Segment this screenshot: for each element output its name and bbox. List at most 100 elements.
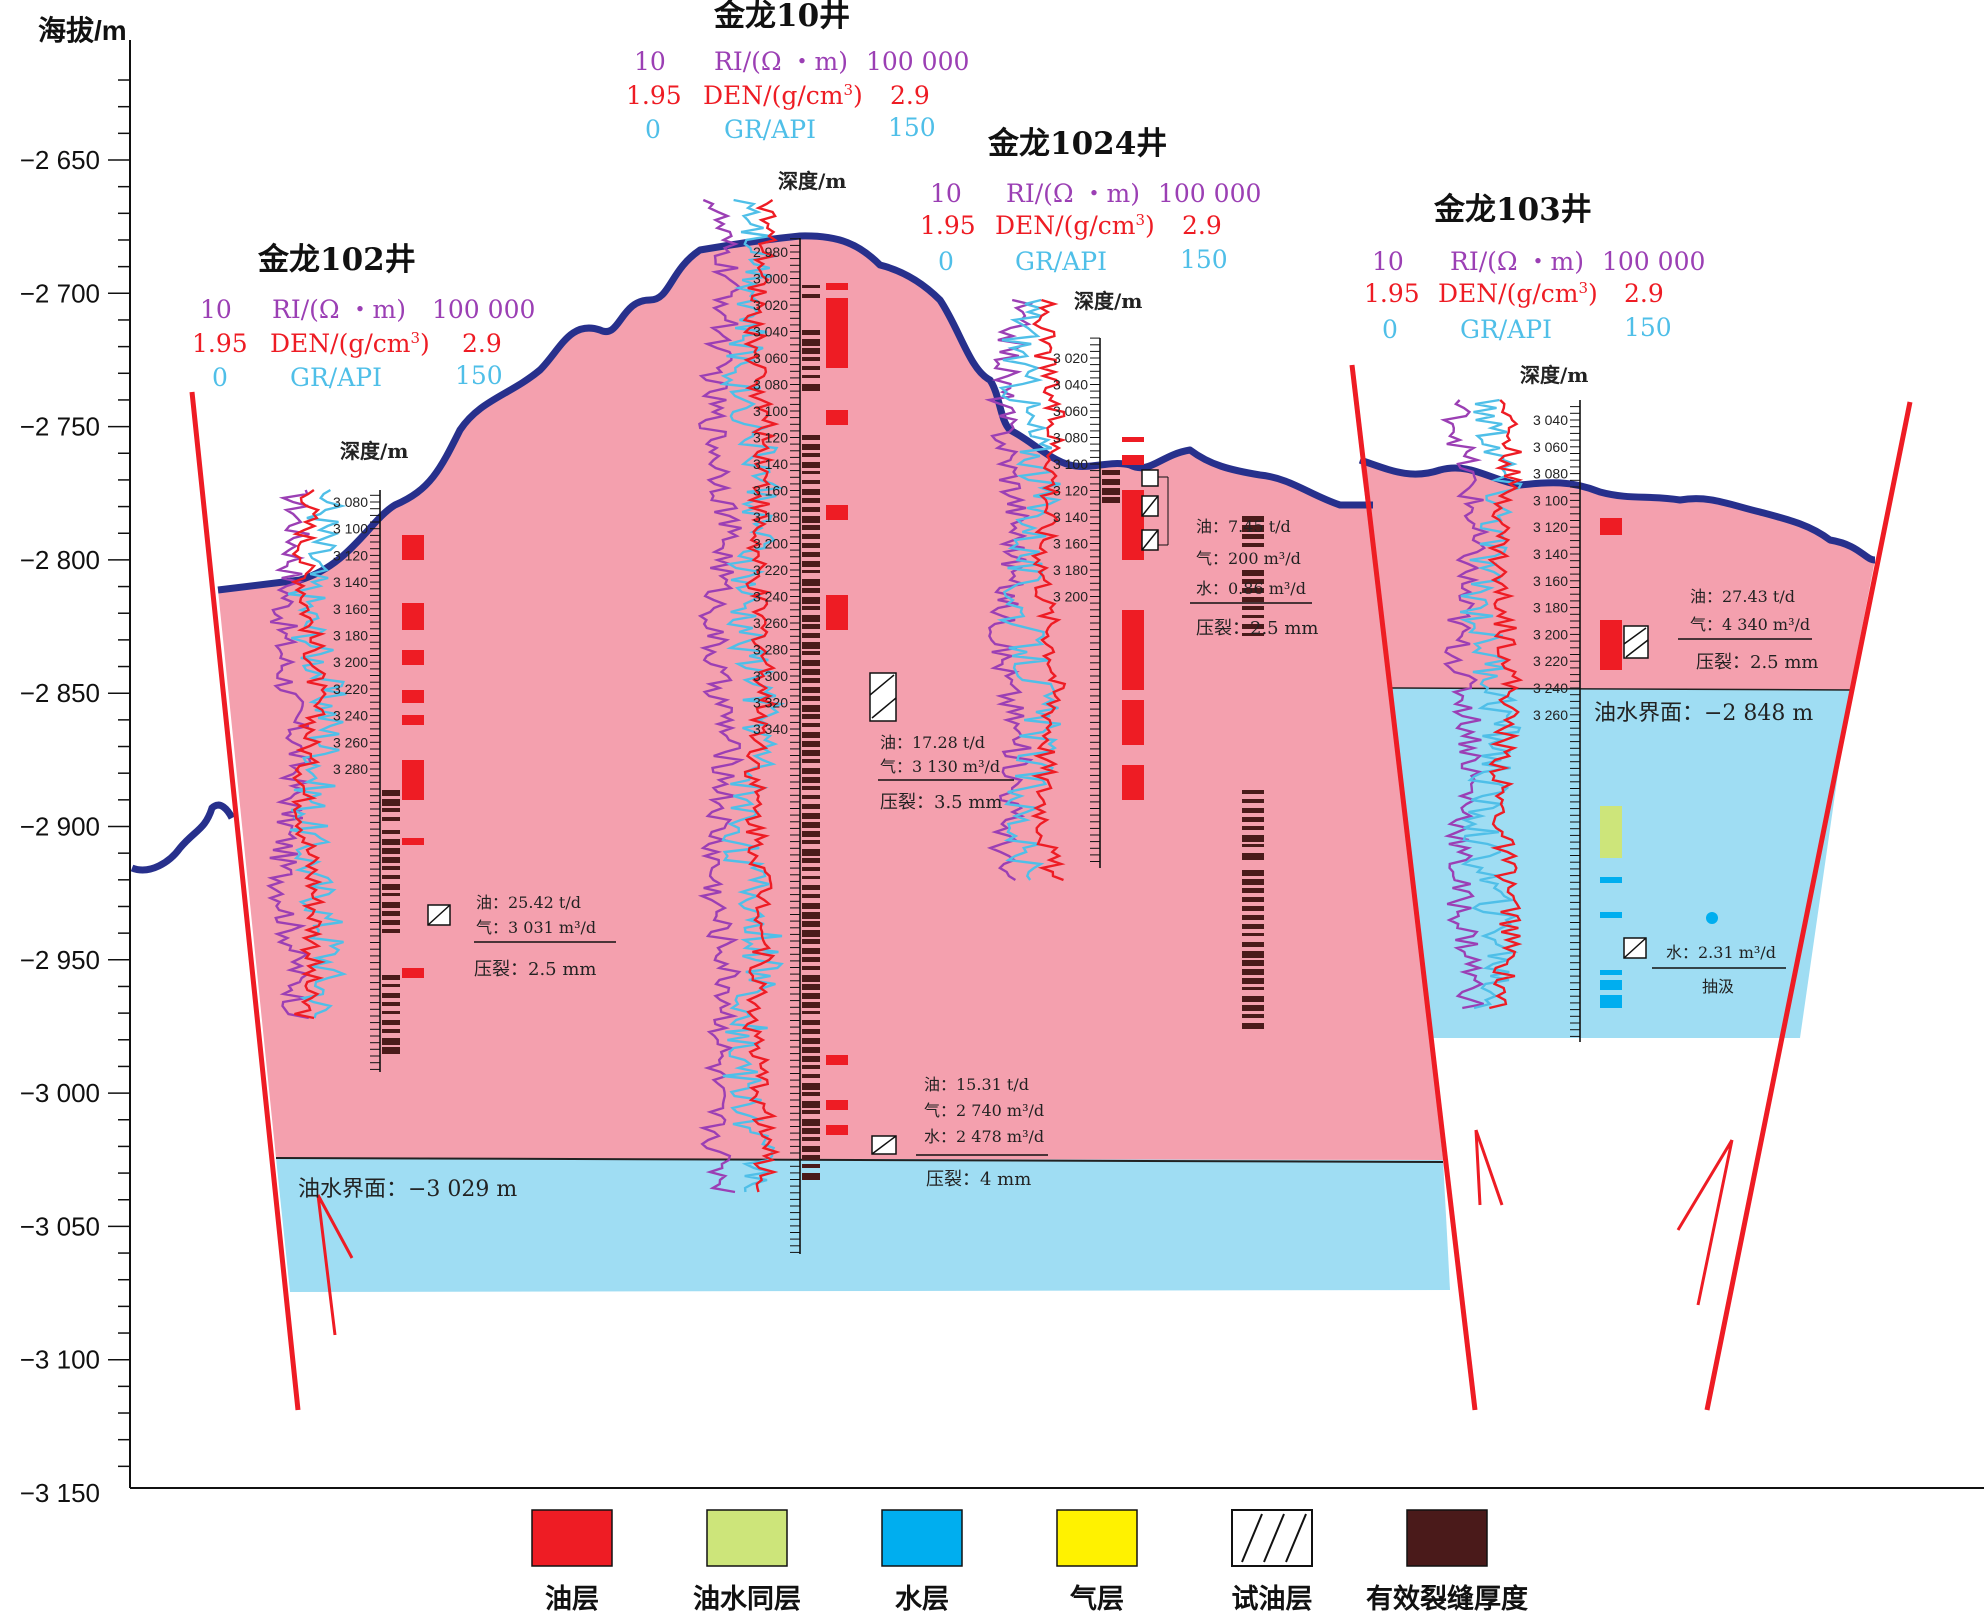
fracture-bar — [1242, 817, 1264, 822]
den-curve — [1487, 399, 1524, 1010]
fracture-bar — [1242, 933, 1264, 936]
depth-tick-label: 3 200 — [753, 536, 788, 552]
fracture-bar — [1102, 470, 1120, 475]
depth-tick-label: 3 000 — [753, 271, 788, 287]
fracture-bar — [802, 462, 820, 468]
depth-tick-label: 3 160 — [1533, 573, 1568, 589]
ri-curve — [984, 298, 1034, 882]
legend: 油层油水同层水层气层试油层有效裂缝厚度 — [531, 1509, 1528, 1615]
depth-tick-label: 3 260 — [333, 734, 368, 750]
den-label: DEN/(g/cm — [703, 81, 844, 110]
ri-label: RI/(Ω ・m) — [1006, 179, 1140, 208]
axis-tick-label: −3 000 — [20, 1078, 100, 1108]
legend-item-fracture: 有效裂缝厚度 — [1366, 1509, 1528, 1615]
fracture-bar — [802, 759, 820, 763]
fracture-bar — [802, 453, 820, 457]
axis-tick-label: −2 750 — [20, 412, 100, 442]
fracture-bar — [802, 543, 820, 548]
fracture-bar — [382, 848, 400, 854]
ri-label: RI/(Ω ・m) — [1450, 247, 1584, 276]
depth-tick-label: 3 120 — [1533, 519, 1568, 535]
well-name: 金龙1024井 — [987, 126, 1167, 162]
depth-tick-label: 3 080 — [1533, 466, 1568, 482]
oil-layer — [826, 595, 848, 630]
legend-swatch — [1056, 1509, 1138, 1567]
fracture-bar — [802, 480, 820, 484]
den-sup: 3 — [1578, 279, 1588, 297]
oil-layer — [402, 650, 424, 665]
oil-layer — [1600, 620, 1622, 670]
structure-top-left — [217, 232, 1373, 594]
den-max: 2.9 — [1182, 211, 1222, 240]
fracture-bar — [802, 930, 820, 937]
fracture-bar — [382, 1029, 400, 1033]
ri-max: 100 000 — [866, 47, 969, 76]
legend-item-oil: 油层 — [531, 1509, 613, 1615]
svg-text:DEN/(g/cm3): DEN/(g/cm3) — [1438, 279, 1598, 308]
gr-label: GR/API — [1460, 315, 1552, 344]
fracture-bar — [802, 912, 820, 919]
fracture-bar — [802, 705, 820, 712]
den-sup: 3 — [1135, 211, 1145, 229]
depth-tick-label: 3 020 — [753, 297, 788, 313]
fracture-bar — [382, 875, 400, 879]
fracture-bar — [802, 669, 820, 675]
fracture-bar — [802, 366, 820, 370]
fracture-bar — [802, 786, 820, 790]
fracture-bar — [802, 1002, 820, 1008]
fracture-bar — [1242, 906, 1264, 911]
oil-layer — [402, 603, 424, 630]
depth-tick-label: 3 280 — [333, 761, 368, 777]
axis-tick-label: −2 700 — [20, 278, 100, 308]
fracture-bar — [802, 588, 820, 593]
depth-tick-label: 3 100 — [333, 521, 368, 537]
ri-min: 10 — [200, 295, 232, 324]
fracture-bar — [802, 939, 820, 944]
ri-label: RI/(Ω ・m) — [272, 295, 406, 324]
oil-layer — [826, 1100, 848, 1110]
fracture-bar — [1242, 606, 1264, 610]
gr-label: GR/API — [1015, 247, 1107, 276]
fracture-bar — [802, 1110, 820, 1114]
fracture-bar — [1242, 790, 1264, 794]
legend-label: 油水同层 — [693, 1584, 801, 1615]
water-layer — [1600, 970, 1622, 975]
fracture-bar — [802, 1056, 820, 1062]
fracture-bar — [802, 1074, 820, 1078]
gr-max: 150 — [1624, 313, 1672, 342]
fracture-bar — [1242, 826, 1264, 830]
fracture-bar — [802, 723, 820, 727]
depth-tick-label: 3 060 — [1053, 403, 1088, 419]
ri-max: 100 000 — [1158, 179, 1261, 208]
fracture-bar — [802, 435, 820, 440]
well-name: 金龙10井 — [713, 0, 850, 34]
fracture-bar — [1242, 525, 1264, 532]
legend-item-oil_water: 油水同层 — [693, 1509, 801, 1615]
gr-max: 150 — [1180, 245, 1228, 274]
legend-swatch — [881, 1509, 963, 1567]
depth-tick-label: 3 140 — [753, 456, 788, 472]
legend-hatch — [1263, 1513, 1285, 1563]
fault-arrow-middle — [1474, 1129, 1504, 1206]
fracture-bar — [1242, 570, 1264, 576]
fracture-bar — [802, 597, 820, 604]
fracture-bar — [802, 552, 820, 557]
fracture-bar — [802, 876, 820, 879]
fracture-bar — [802, 1137, 820, 1141]
fracture-bar — [802, 615, 820, 622]
water-layer — [1600, 995, 1622, 1008]
axis-tick-label: −3 150 — [20, 1478, 100, 1508]
test-water: 水：0.86 m³/d — [1196, 579, 1306, 598]
test-oil: 油：7.45 t/d — [1196, 517, 1291, 536]
fracture-bar — [382, 1020, 400, 1025]
test-method: 抽汲 — [1702, 977, 1734, 996]
right-oil-reservoir — [1360, 460, 1875, 690]
ri-max: 100 000 — [432, 295, 535, 324]
fracture-bar — [802, 1164, 820, 1168]
depth-tick-label: 3 140 — [333, 574, 368, 590]
fracture-bar — [802, 294, 820, 298]
depth-tick-label: 3 020 — [1053, 350, 1088, 366]
fracture-bar — [382, 902, 400, 908]
fracture-bar — [382, 893, 400, 896]
fracture-bar — [802, 1083, 820, 1090]
